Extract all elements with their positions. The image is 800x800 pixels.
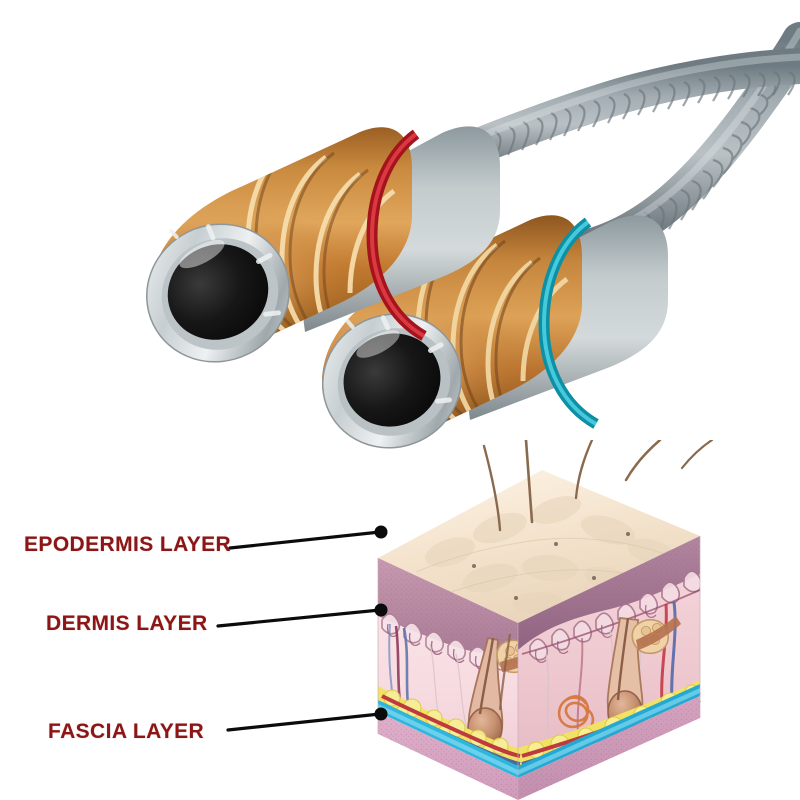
left-handpiece — [146, 126, 500, 363]
right-handpiece-head — [322, 313, 462, 449]
leader-lines — [216, 525, 388, 732]
leader-line-dermis — [216, 608, 382, 628]
leader-line-epidermis — [228, 530, 382, 550]
device-illustration — [146, 22, 800, 449]
hair-follicles — [467, 616, 681, 749]
leader-dot-epidermis — [374, 525, 388, 539]
left-handpiece-head — [146, 223, 290, 363]
left-lens — [167, 244, 269, 340]
red-accent-ring-left — [366, 129, 427, 341]
right-lens — [343, 333, 441, 427]
leader-line-fascia — [226, 712, 382, 732]
epidermis-surface — [378, 470, 700, 623]
label-epidermis-layer: EPODERMIS LAYER — [24, 533, 232, 556]
right-handpiece — [322, 215, 668, 449]
label-fascia-layer: FASCIA LAYER — [48, 720, 205, 743]
label-dermis-layer: DERMIS LAYER — [46, 612, 208, 635]
teal-accent-ring-right — [538, 217, 599, 429]
skin-cross-section-block — [377, 470, 701, 800]
leader-dot-fascia — [374, 707, 388, 721]
fascia-layer-of-skin-block — [378, 680, 701, 800]
hair-shafts — [482, 440, 714, 532]
leader-dot-dermis — [374, 603, 388, 617]
